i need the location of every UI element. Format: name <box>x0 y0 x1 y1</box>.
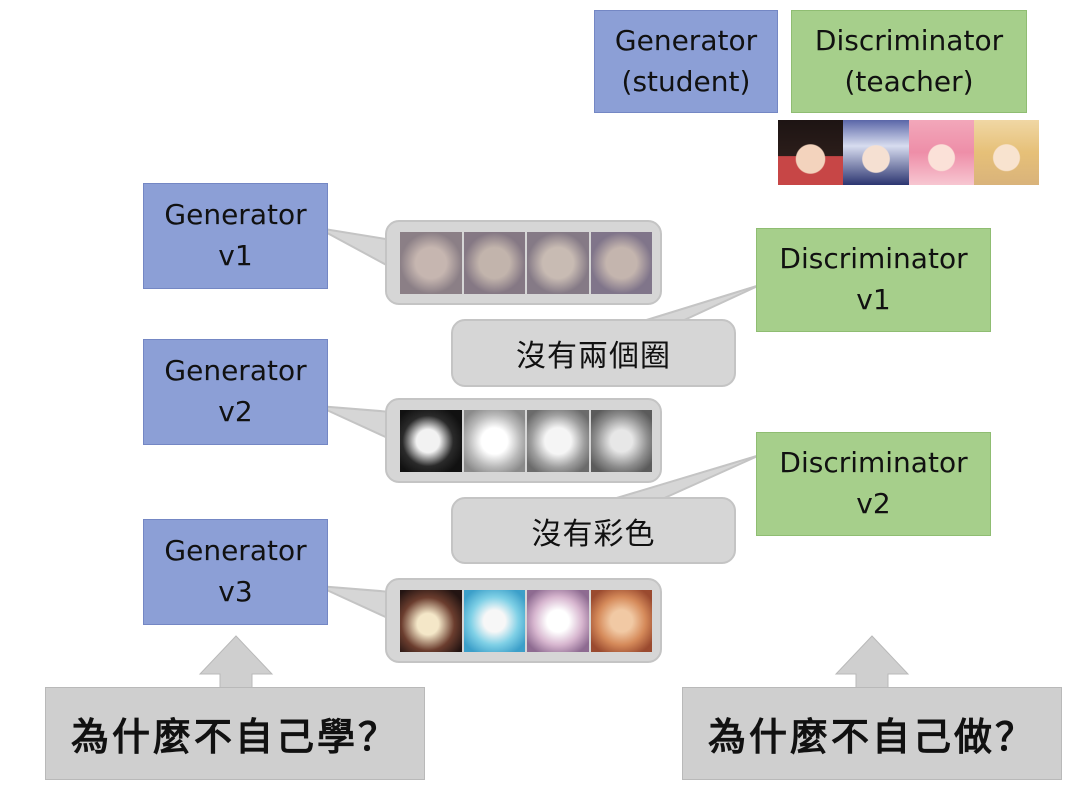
legend-generator-line2: (student) <box>621 64 751 98</box>
discriminator-v2-feedback-callout <box>451 497 736 564</box>
generator-v1-line2: v1 <box>218 239 253 272</box>
generated-sample-image <box>463 232 525 294</box>
discriminator-v1-feedback-callout <box>451 319 736 387</box>
discriminator-v2-line2: v2 <box>856 487 891 520</box>
discriminator-v1-line1: Discriminator <box>779 242 968 276</box>
generator-v2-box: Generator v2 <box>143 339 328 445</box>
legend-discriminator-line1: Discriminator <box>814 23 1004 57</box>
discriminator-v1-box: Discriminator v1 <box>756 228 991 332</box>
generator-v1-samples <box>400 232 652 294</box>
generated-sample-image <box>527 410 589 472</box>
generated-sample-image <box>400 232 462 294</box>
discriminator-v2-feedback: 沒有彩色 <box>531 516 656 552</box>
generator-v2-samples <box>400 410 652 472</box>
generator-v3-line1: Generator <box>164 534 307 568</box>
legend-generator-line1: Generator <box>614 23 758 57</box>
generator-v1-line1: Generator <box>164 198 307 232</box>
discriminator-v2-line1: Discriminator <box>779 446 968 480</box>
discriminator-v1-line2: v1 <box>856 283 891 316</box>
legend-generator-box: Generator (student) <box>594 10 778 113</box>
callout-pointer-v1 <box>317 227 393 270</box>
legend-discriminator-line2: (teacher) <box>844 64 974 98</box>
generated-sample-image <box>400 590 462 652</box>
generated-sample-image <box>400 410 462 472</box>
real-sample-image <box>778 120 844 185</box>
callout-pointer-v2 <box>317 405 393 442</box>
real-samples-strip <box>778 120 1039 185</box>
up-arrow-right <box>834 635 910 691</box>
real-sample-image <box>973 120 1039 185</box>
generated-sample-image <box>527 590 589 652</box>
generator-v2-line2: v2 <box>218 395 253 428</box>
question-discriminator: 為什麼不自己做？ <box>682 687 1062 780</box>
generated-sample-image <box>590 590 652 652</box>
discriminator-v1-feedback: 沒有兩個圈 <box>516 339 671 374</box>
up-arrow-left <box>198 635 274 691</box>
generator-v3-line2: v3 <box>218 575 253 608</box>
generator-v2-line1: Generator <box>164 354 307 388</box>
generated-sample-image <box>590 232 652 294</box>
generated-sample-image <box>590 410 652 472</box>
callout-pointer-v3 <box>317 585 393 622</box>
generator-v3-samples <box>400 590 652 652</box>
generated-sample-image <box>463 410 525 472</box>
real-sample-image <box>908 120 974 185</box>
legend-discriminator-box: Discriminator (teacher) <box>791 10 1027 113</box>
real-sample-image <box>843 120 909 185</box>
generated-sample-image <box>463 590 525 652</box>
generator-v1-box: Generator v1 <box>143 183 328 289</box>
generated-sample-image <box>527 232 589 294</box>
question-generator: 為什麼不自己學？ <box>45 687 425 780</box>
discriminator-v2-box: Discriminator v2 <box>756 432 991 536</box>
generator-v3-box: Generator v3 <box>143 519 328 625</box>
